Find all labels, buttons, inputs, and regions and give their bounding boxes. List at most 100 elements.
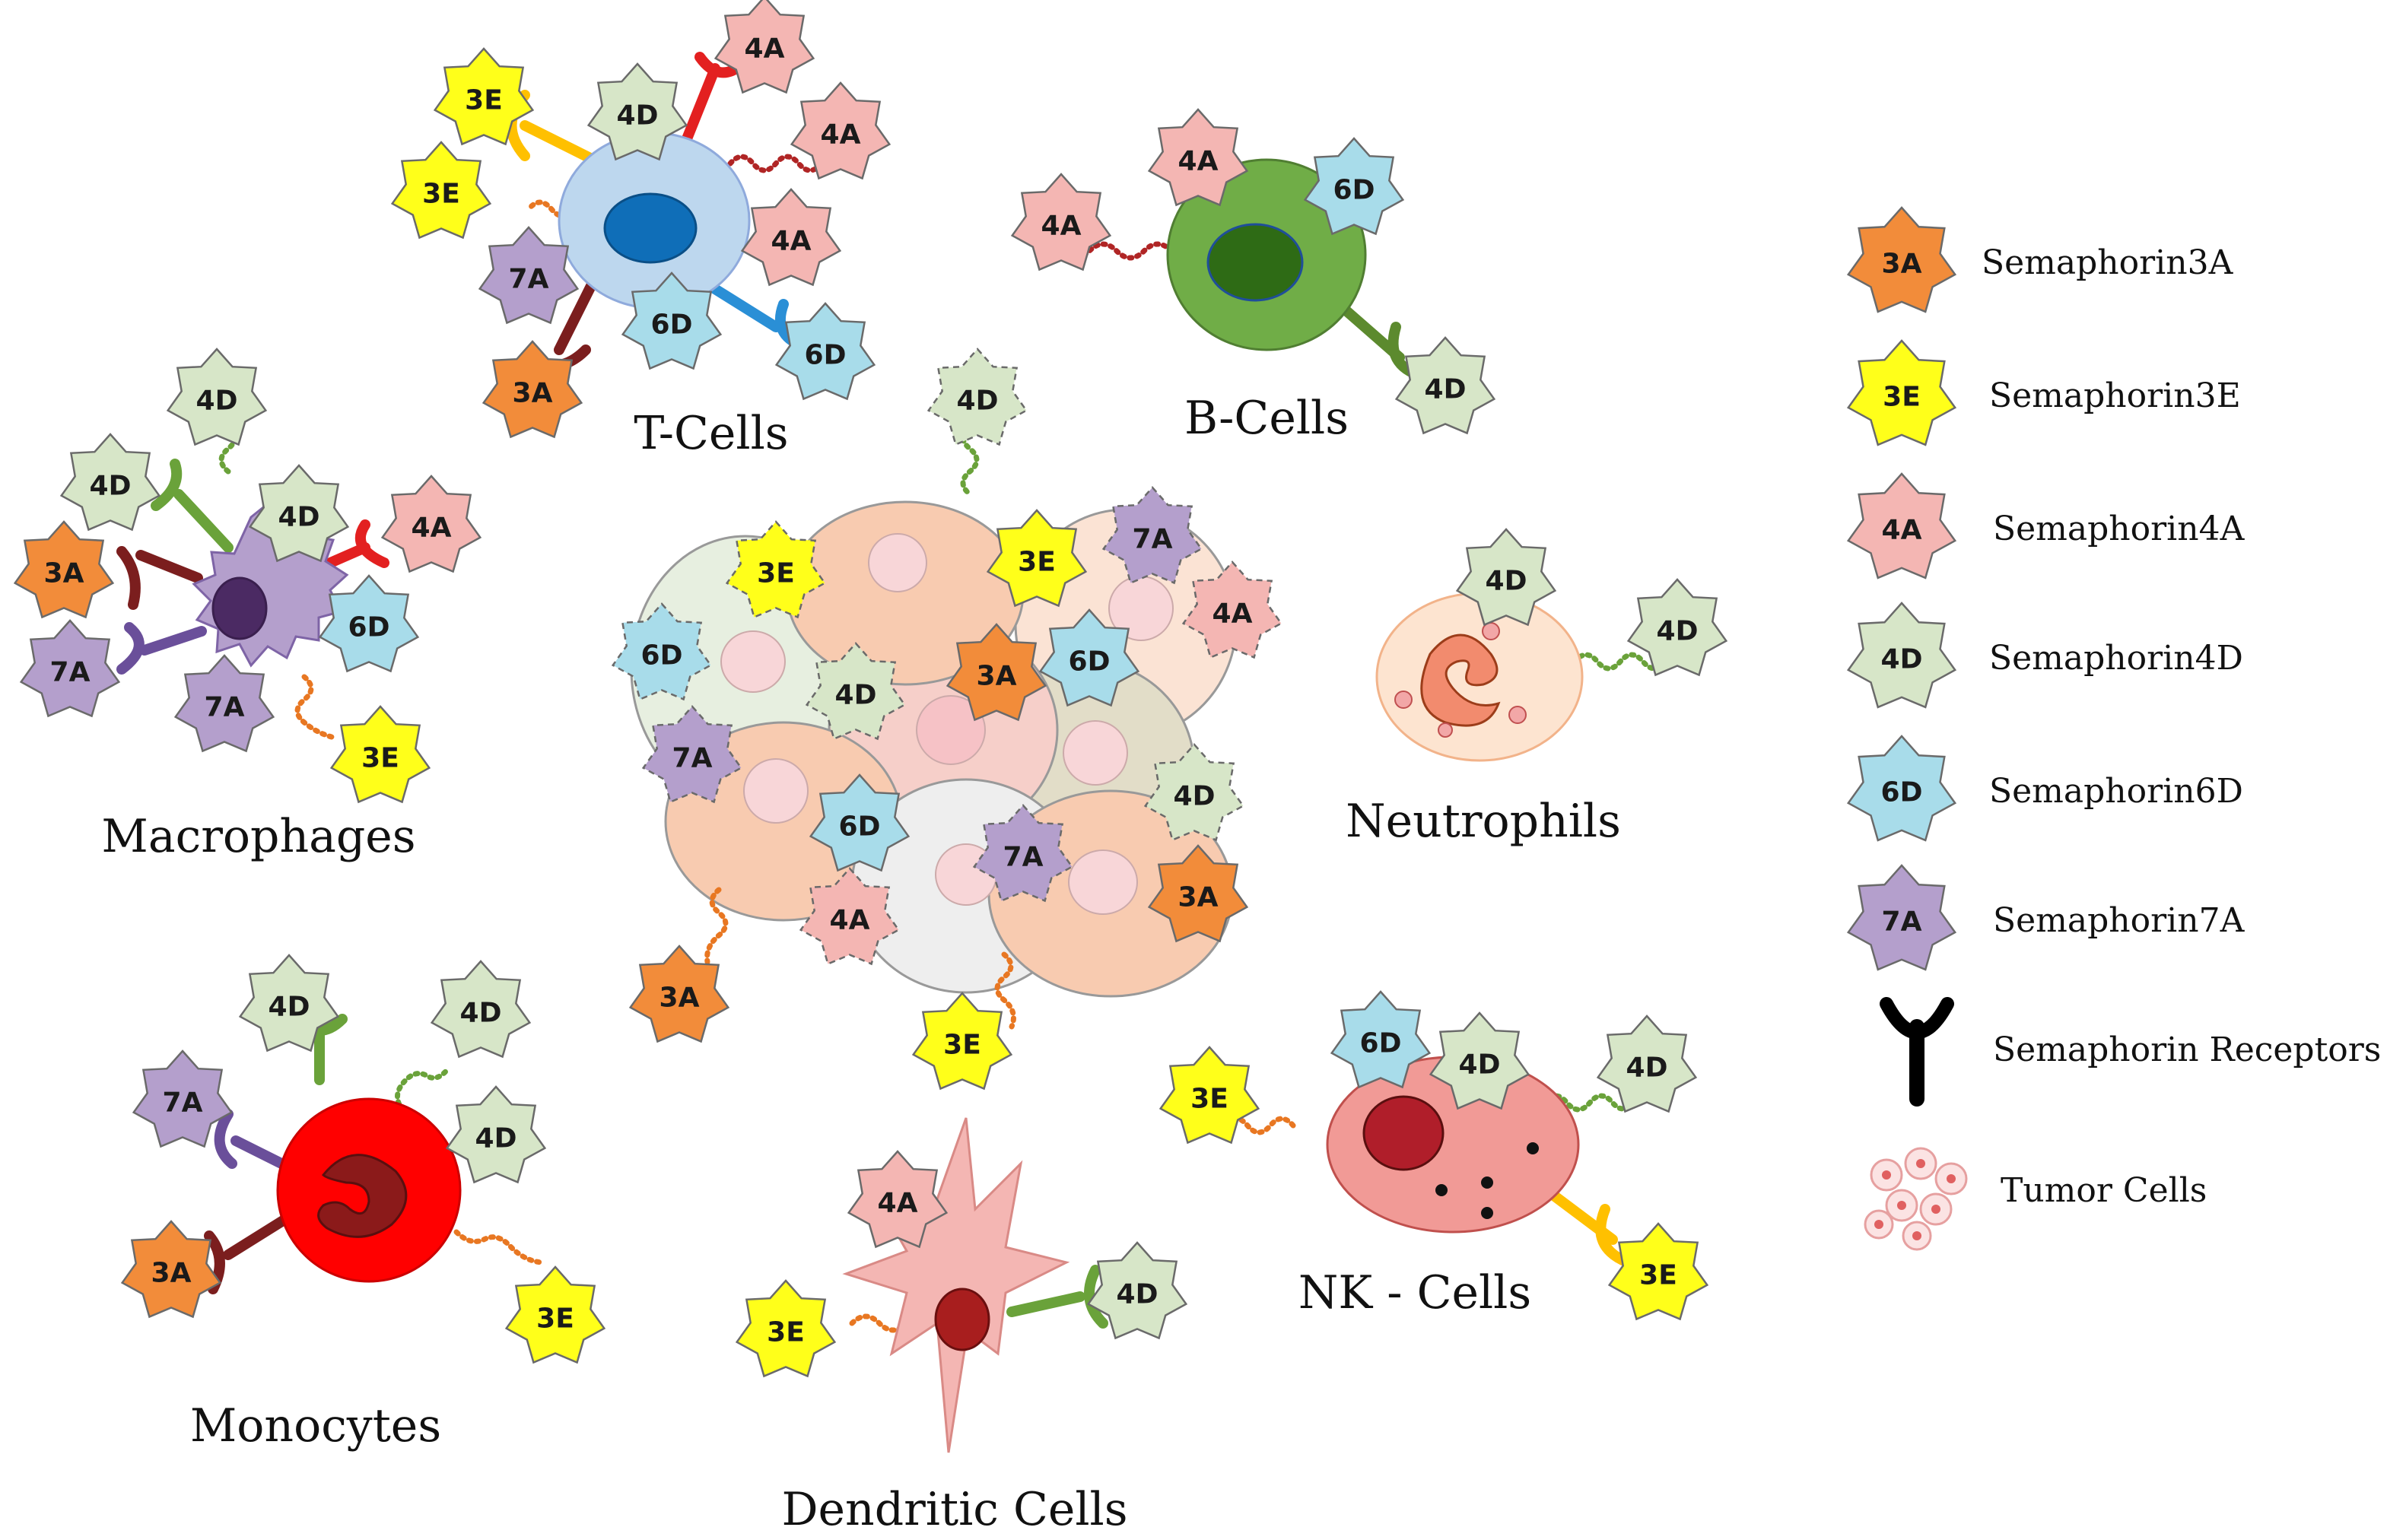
sema-6d-code: 6D (641, 640, 683, 672)
sema-3e-star: 3E (433, 47, 535, 146)
sema-3a-code: 3A (1178, 882, 1219, 913)
t-cells-label: T-Cells (634, 407, 788, 460)
sema-4d-code: 4D (1657, 616, 1699, 647)
sema-4d-code: 4D (1174, 781, 1216, 812)
sema-3a-star: 3A (482, 340, 583, 439)
sema-3e-code: 3E (1639, 1260, 1677, 1291)
sema-4a-star: 4A (380, 475, 482, 573)
sema-4d-star: 4D (1429, 1011, 1530, 1110)
sema-6d-star: 6D (621, 271, 723, 370)
sema-6d-star: 6D (1846, 735, 1957, 842)
macrophages-label: Macrophages (101, 810, 415, 863)
sema-4d-star: 4D (1596, 1014, 1698, 1113)
b-cells-label: B-Cells (1184, 392, 1349, 445)
sema-3a-code: 3A (44, 558, 84, 589)
sema-7a-star: 7A (132, 1049, 234, 1148)
sema-4d-star: 4D (445, 1085, 547, 1184)
sema-6d-code: 6D (348, 612, 390, 643)
sema-3e-code: 3E (1018, 547, 1056, 578)
sema-4a-code: 4A (1041, 211, 1082, 242)
tumor-cells-icon (1864, 1147, 1968, 1251)
sema-3e-star: 3E (735, 1279, 837, 1378)
sema-3a-star: 3A (120, 1220, 222, 1319)
sema-4a-code: 4A (878, 1188, 918, 1219)
sema-4d-star: 4D (1394, 336, 1496, 435)
sema-3e-star: 3E (1607, 1222, 1709, 1321)
sema-4d-star: 4D (166, 348, 268, 446)
sema-3e-code: 3E (361, 743, 399, 774)
sema-3e-code: 3E (943, 1030, 981, 1061)
sema-6d-code: 6D (839, 811, 881, 843)
sema-4d-star: 4D (805, 642, 907, 741)
sema-4d-code: 4D (196, 386, 238, 417)
sema-4d-star: 4D (1626, 578, 1728, 677)
legend-label-4d: Semaphorin4D (1989, 639, 2243, 678)
sema-6d-star: 6D (774, 302, 876, 401)
sema-3a-code: 3A (513, 378, 553, 409)
sema-4a-star: 4A (790, 81, 892, 180)
sema-4a-code: 4A (771, 226, 812, 257)
sema-7a-code: 7A (205, 692, 245, 723)
sema-4d-star: 4D (430, 960, 532, 1059)
sema-4a-star: 4A (1846, 472, 1957, 579)
sema-3a-star: 3A (628, 945, 730, 1043)
sema-4d-star: 4D (1455, 528, 1557, 627)
sema-7a-star: 7A (972, 804, 1074, 903)
sema-4d-star: 4D (926, 348, 1028, 446)
sema-4d-code: 4D (617, 100, 659, 132)
sema-4d-star: 4D (59, 433, 161, 532)
sema-3e-code: 3E (1883, 382, 1921, 413)
sema-4d-code: 4D (1626, 1053, 1668, 1084)
b-cell (1059, 158, 1428, 382)
legend-label-4a: Semaphorin4A (1993, 510, 2245, 548)
sema-7a-code: 7A (1133, 524, 1173, 555)
sema-3a-code: 3A (660, 983, 700, 1014)
sema-3e-code: 3E (1190, 1084, 1228, 1115)
sema-4a-star: 4A (799, 867, 901, 966)
sema-3e-star: 3E (329, 705, 431, 804)
sema-3a-code: 3A (977, 661, 1017, 692)
sema-4a-code: 4A (830, 905, 870, 936)
nk-cell (1222, 1056, 1638, 1268)
sema-4a-star: 4A (1147, 108, 1249, 207)
sema-4d-code: 4D (1486, 566, 1527, 597)
legend-label-tumor: Tumor Cells (2001, 1171, 2207, 1210)
sema-3a-star: 3A (13, 520, 115, 619)
sema-4d-code: 4D (460, 998, 502, 1029)
sema-6d-star: 6D (318, 574, 420, 673)
sema-4a-code: 4A (745, 33, 785, 65)
sema-4d-code: 4D (957, 386, 999, 417)
sema-3e-code: 3E (757, 558, 795, 589)
sema-7a-star: 7A (173, 654, 275, 753)
sema-4d-code: 4D (90, 471, 132, 502)
sema-4a-star: 4A (740, 188, 842, 287)
sema-6d-code: 6D (805, 340, 847, 371)
legend-label-receptors: Semaphorin Receptors (1993, 1030, 2381, 1069)
receptor-icon (1880, 997, 1954, 1107)
sema-6d-code: 6D (651, 310, 693, 341)
tumor-cluster (630, 500, 1238, 998)
sema-3a-star: 3A (1846, 206, 1957, 313)
legend-label-7a: Semaphorin7A (1993, 901, 2245, 940)
sema-7a-code: 7A (1882, 907, 1922, 938)
sema-6d-code: 6D (1333, 175, 1375, 206)
sema-7a-star: 7A (478, 226, 580, 325)
sema-7a-star: 7A (19, 619, 121, 718)
sema-3e-star: 3E (390, 141, 492, 240)
sema-6d-star: 6D (1303, 137, 1405, 236)
sema-4a-star: 4A (714, 0, 815, 94)
sema-3a-code: 3A (1882, 249, 1922, 280)
sema-7a-code: 7A (163, 1088, 203, 1119)
dendritic-cells-label: Dendritic Cells (781, 1483, 1127, 1536)
sema-4d-code: 4D (1117, 1279, 1159, 1310)
sema-7a-star: 7A (1101, 486, 1203, 585)
sema-4a-star: 4A (1181, 560, 1283, 659)
sema-6d-star: 6D (611, 602, 713, 701)
sema-4d-code: 4D (1459, 1049, 1501, 1081)
nk-cells-label: NK - Cells (1298, 1266, 1531, 1319)
t-cell (506, 52, 825, 371)
sema-4d-star: 4D (1846, 602, 1957, 709)
sema-3a-star: 3A (946, 623, 1047, 722)
neutrophils-label: Neutrophils (1346, 795, 1621, 848)
